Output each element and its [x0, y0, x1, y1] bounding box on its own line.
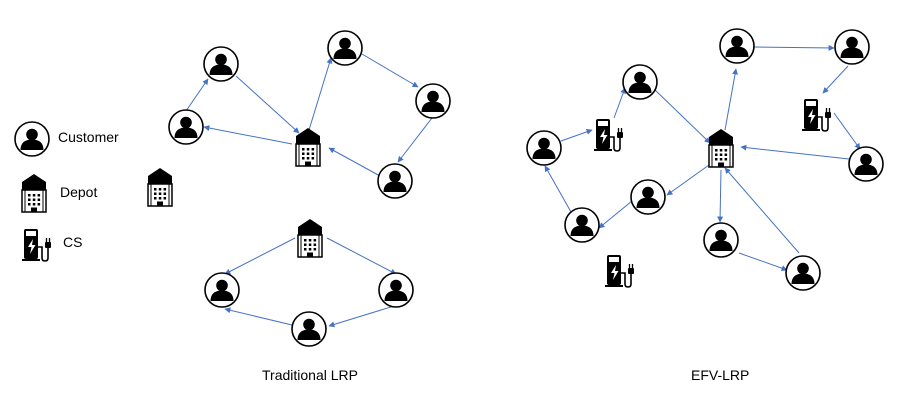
efv-customer-2 [622, 64, 658, 100]
legend-cs-label: CS [63, 234, 83, 250]
trad-depot-1 [295, 127, 321, 167]
trad-customer-5 [377, 163, 413, 199]
caption-efv-lrp: EFV-LRP [691, 367, 750, 383]
trad-customer-1 [203, 46, 239, 82]
trad-customer-8 [291, 311, 327, 347]
efv-lrp-edges [544, 44, 861, 272]
efv-customer-6 [630, 179, 666, 215]
trad-customer-6 [204, 272, 240, 308]
legend-cs-icon [21, 228, 52, 262]
legend-depot-icon [21, 173, 47, 213]
efv-cs-3 [604, 254, 635, 288]
trad-customer-7 [378, 272, 414, 308]
legend-depot-label: Depot [60, 184, 98, 200]
trad-customer-2 [168, 109, 204, 145]
legend-customer-label: Customer [58, 129, 119, 145]
caption-traditional-lrp: Traditional LRP [262, 367, 358, 383]
efv-customer-4 [834, 29, 870, 65]
efv-cs-2 [801, 98, 832, 132]
efv-depot [708, 128, 734, 168]
traditional-lrp-edges [185, 53, 433, 328]
unused-depot-icon [147, 167, 173, 207]
efv-customer-1 [526, 130, 562, 166]
efv-customer-7 [564, 207, 600, 243]
efv-customer-8 [703, 222, 739, 258]
legend-customer-icon [14, 121, 50, 157]
efv-customer-5 [848, 146, 884, 182]
efv-customer-3 [719, 28, 755, 64]
trad-customer-3 [327, 30, 363, 66]
efv-customer-9 [785, 255, 821, 291]
trad-depot-2 [297, 218, 323, 258]
trad-customer-4 [415, 83, 451, 119]
efv-cs-1 [593, 118, 624, 152]
